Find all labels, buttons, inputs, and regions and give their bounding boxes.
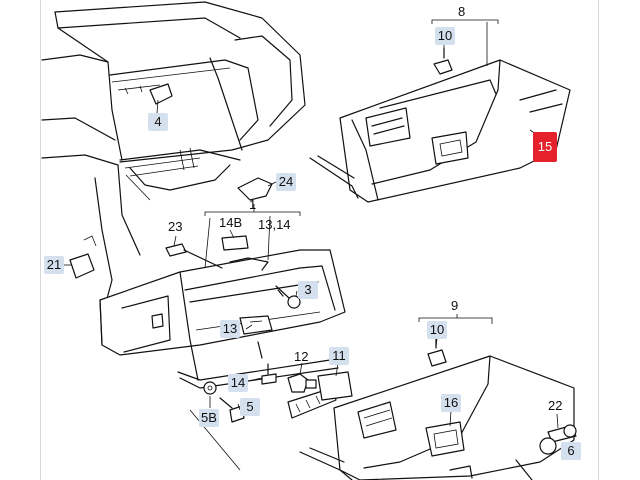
part-11-latch [287, 371, 353, 419]
callout-3[interactable]: 3 [298, 281, 318, 299]
callout-4[interactable]: 4 [148, 113, 168, 131]
part-10-upper-fastener [433, 47, 453, 75]
glovebox-housing-drawing [99, 249, 346, 389]
callout-5[interactable]: 5 [240, 398, 260, 416]
callout-16[interactable]: 16 [441, 394, 461, 412]
callout-22[interactable]: 22 [548, 398, 563, 413]
part-12-bumper [287, 373, 317, 393]
right-frame-border [598, 0, 599, 480]
callout-8[interactable]: 8 [458, 4, 466, 19]
part-10-lower-fastener [427, 337, 447, 367]
callout-11[interactable]: 11 [329, 347, 349, 365]
callout-14[interactable]: 14 [228, 374, 248, 392]
callout-13[interactable]: 13 [220, 320, 240, 338]
left-frame-border [40, 0, 41, 480]
callout-13-14[interactable]: 13,14 [258, 217, 291, 232]
dashboard-drawing [41, 1, 306, 311]
callout-10-upper[interactable]: 10 [435, 27, 455, 45]
callout-12[interactable]: 12 [294, 349, 309, 364]
part-23-pin [165, 243, 187, 257]
callout-1[interactable]: 1 [249, 197, 257, 212]
callout-14b[interactable]: 14B [219, 215, 243, 230]
callout-21[interactable]: 21 [44, 256, 64, 274]
part-5b-washer [203, 381, 217, 395]
callout-15-active[interactable]: 15 [533, 132, 557, 162]
part-14b-clip [221, 235, 249, 251]
callout-5b[interactable]: 5B [199, 409, 219, 427]
part-24-bracket [237, 177, 273, 201]
callout-23[interactable]: 23 [168, 219, 183, 234]
part-6-cap [539, 437, 557, 455]
callout-9[interactable]: 9 [451, 298, 459, 313]
part-21-bracket [69, 253, 95, 279]
glovebox-lid-lower-drawing [299, 355, 575, 480]
callout-24[interactable]: 24 [276, 173, 296, 191]
part-3-screw [275, 285, 301, 309]
part-14-screw [261, 363, 277, 385]
callout-10-lower[interactable]: 10 [427, 321, 447, 339]
callout-6[interactable]: 6 [561, 442, 581, 460]
